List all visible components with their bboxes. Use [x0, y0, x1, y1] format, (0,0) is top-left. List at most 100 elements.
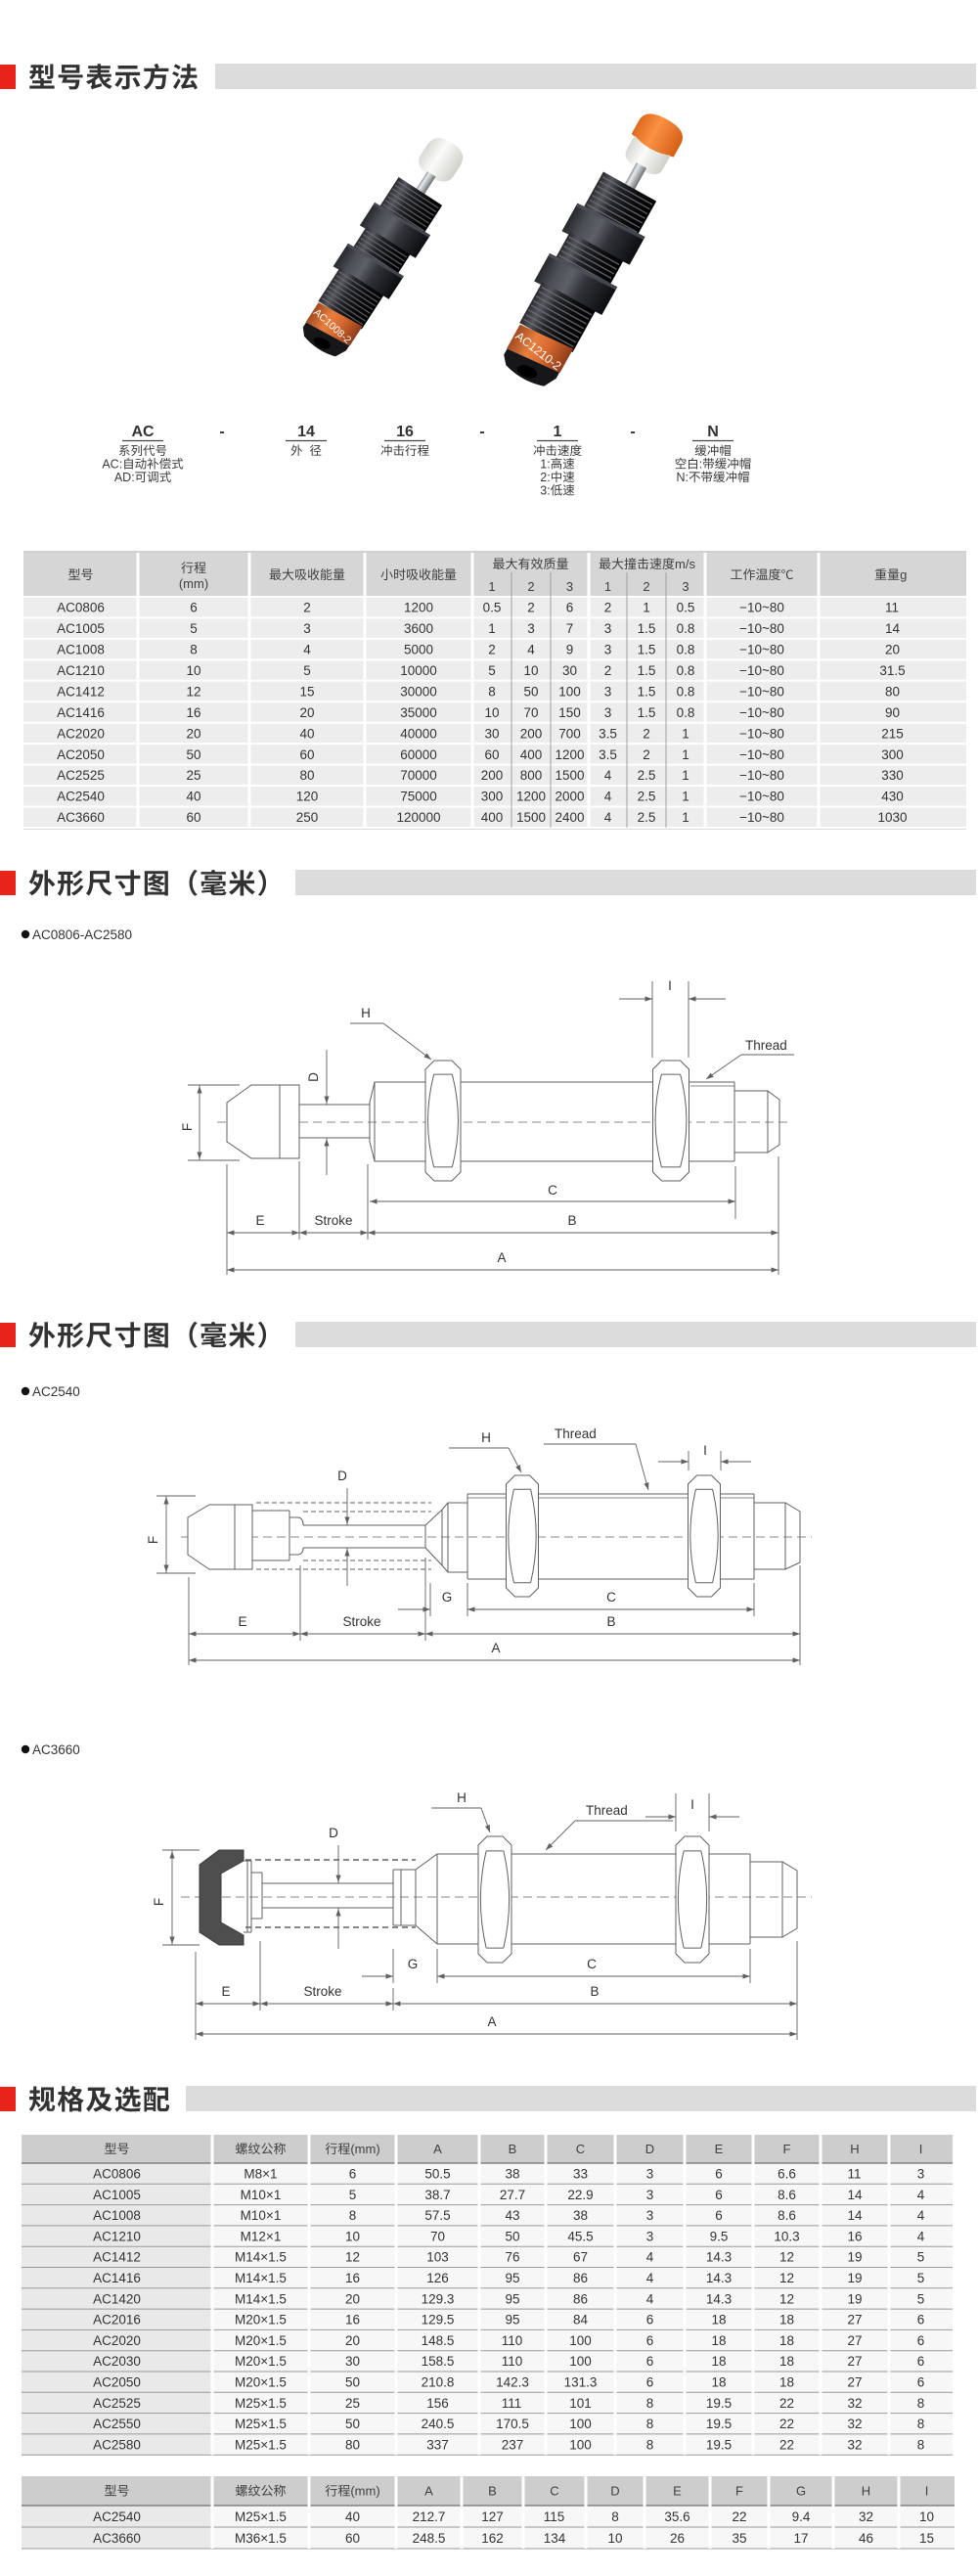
- svg-text:0.8: 0.8: [677, 663, 695, 678]
- svg-text:2.5: 2.5: [638, 768, 656, 783]
- svg-text:80: 80: [885, 684, 900, 699]
- svg-text:1: 1: [643, 601, 650, 615]
- svg-text:I: I: [925, 2484, 929, 2499]
- svg-text:3: 3: [604, 705, 612, 720]
- svg-text:43: 43: [505, 2208, 519, 2223]
- svg-text:32: 32: [847, 2417, 862, 2431]
- svg-text:70: 70: [523, 705, 538, 720]
- svg-text:−10~80: −10~80: [739, 810, 784, 825]
- svg-text:F: F: [146, 1536, 160, 1544]
- svg-text:−10~80: −10~80: [739, 747, 784, 762]
- svg-text:2: 2: [303, 601, 311, 615]
- svg-text:40000: 40000: [400, 726, 437, 741]
- svg-text:22: 22: [732, 2509, 746, 2524]
- svg-text:10000: 10000: [400, 663, 437, 678]
- svg-text:M8×1: M8×1: [244, 2166, 277, 2181]
- svg-text:8: 8: [646, 2437, 654, 2452]
- svg-text:AC1416: AC1416: [93, 2271, 141, 2285]
- svg-text:17: 17: [793, 2531, 808, 2546]
- svg-text:AC1008: AC1008: [93, 2208, 141, 2223]
- svg-text:14: 14: [847, 2188, 863, 2202]
- svg-text:12: 12: [186, 684, 200, 699]
- svg-text:H: H: [850, 2142, 859, 2156]
- svg-text:3: 3: [646, 2188, 654, 2202]
- svg-text:5: 5: [349, 2188, 357, 2202]
- svg-text:330: 330: [881, 768, 904, 783]
- svg-text:40: 40: [299, 726, 314, 741]
- svg-text:8: 8: [917, 2437, 925, 2452]
- svg-text:I: I: [690, 1797, 694, 1812]
- svg-text:32: 32: [859, 2509, 873, 2524]
- svg-text:G: G: [442, 1590, 453, 1604]
- svg-text:−10~80: −10~80: [739, 768, 784, 783]
- svg-text:M25×1.5: M25×1.5: [235, 2417, 287, 2431]
- svg-text:F: F: [180, 1123, 195, 1131]
- svg-text:g: g: [900, 567, 907, 582]
- svg-text:1: 1: [682, 768, 689, 783]
- svg-text:6: 6: [917, 2313, 925, 2327]
- svg-text:14.3: 14.3: [706, 2250, 732, 2265]
- svg-text:AC: AC: [131, 424, 155, 440]
- svg-text:G: G: [796, 2484, 806, 2499]
- svg-text:B: B: [606, 1614, 615, 1629]
- svg-text:AD:: AD:: [114, 471, 135, 484]
- svg-text:22.9: 22.9: [567, 2188, 593, 2202]
- svg-text:AC1210: AC1210: [93, 2229, 141, 2243]
- svg-text:M10×1: M10×1: [241, 2188, 282, 2202]
- svg-text:25: 25: [186, 768, 200, 783]
- svg-text:170.5: 170.5: [496, 2417, 529, 2431]
- svg-text:4: 4: [604, 810, 612, 825]
- svg-text:M25×1.5: M25×1.5: [235, 2509, 287, 2524]
- svg-text:-: -: [479, 424, 484, 440]
- svg-text:1:: 1:: [540, 458, 550, 472]
- svg-text:240.5: 240.5: [422, 2417, 455, 2431]
- svg-text:AC0806: AC0806: [93, 2166, 141, 2181]
- svg-text:3: 3: [604, 621, 612, 636]
- svg-text:50: 50: [523, 684, 538, 699]
- svg-text:F: F: [152, 1898, 166, 1906]
- svg-text:30: 30: [345, 2354, 360, 2369]
- svg-text:2:: 2:: [540, 471, 550, 484]
- svg-text:−10~80: −10~80: [739, 643, 784, 657]
- svg-text:6: 6: [566, 601, 574, 615]
- svg-text:8: 8: [190, 643, 198, 657]
- svg-text:M10×1: M10×1: [241, 2208, 282, 2223]
- svg-text:B: B: [567, 1213, 576, 1228]
- svg-text:4: 4: [604, 768, 612, 783]
- svg-text:800: 800: [520, 768, 543, 783]
- svg-text:95: 95: [505, 2291, 519, 2306]
- svg-text:16: 16: [345, 2271, 360, 2285]
- svg-text:10.3: 10.3: [774, 2229, 799, 2243]
- svg-text:B: B: [509, 2142, 517, 2156]
- svg-text:AC1416: AC1416: [57, 705, 105, 720]
- svg-text:110: 110: [502, 2354, 523, 2369]
- svg-text:C: C: [587, 1957, 597, 1971]
- svg-text:95: 95: [505, 2313, 519, 2327]
- svg-text:12: 12: [779, 2291, 794, 2306]
- svg-text:19.5: 19.5: [706, 2437, 732, 2452]
- svg-text:32: 32: [847, 2396, 862, 2411]
- svg-text:50.5: 50.5: [424, 2166, 450, 2181]
- svg-text:129.5: 129.5: [422, 2313, 455, 2327]
- svg-text:N:: N:: [677, 471, 689, 484]
- svg-text:H: H: [481, 1430, 491, 1445]
- svg-text:G: G: [408, 1957, 419, 1971]
- svg-text:70000: 70000: [400, 768, 437, 783]
- svg-text:H: H: [457, 1790, 467, 1805]
- svg-text:F: F: [735, 2484, 743, 2499]
- svg-text:5: 5: [488, 663, 496, 678]
- svg-text:215: 215: [881, 726, 904, 741]
- svg-text:60: 60: [299, 747, 314, 762]
- svg-text:16: 16: [186, 705, 200, 720]
- svg-text:2: 2: [643, 579, 649, 594]
- svg-text:9.5: 9.5: [710, 2229, 729, 2243]
- svg-text:38: 38: [573, 2208, 588, 2223]
- svg-text:75000: 75000: [400, 790, 437, 804]
- svg-text:18: 18: [711, 2313, 726, 2327]
- svg-text:5000: 5000: [404, 643, 433, 657]
- svg-text:M20×1.5: M20×1.5: [235, 2374, 287, 2389]
- svg-text:212.7: 212.7: [413, 2509, 446, 2524]
- svg-text:AC2525: AC2525: [93, 2396, 141, 2411]
- svg-text:4: 4: [917, 2208, 925, 2223]
- svg-text:F: F: [783, 2142, 791, 2156]
